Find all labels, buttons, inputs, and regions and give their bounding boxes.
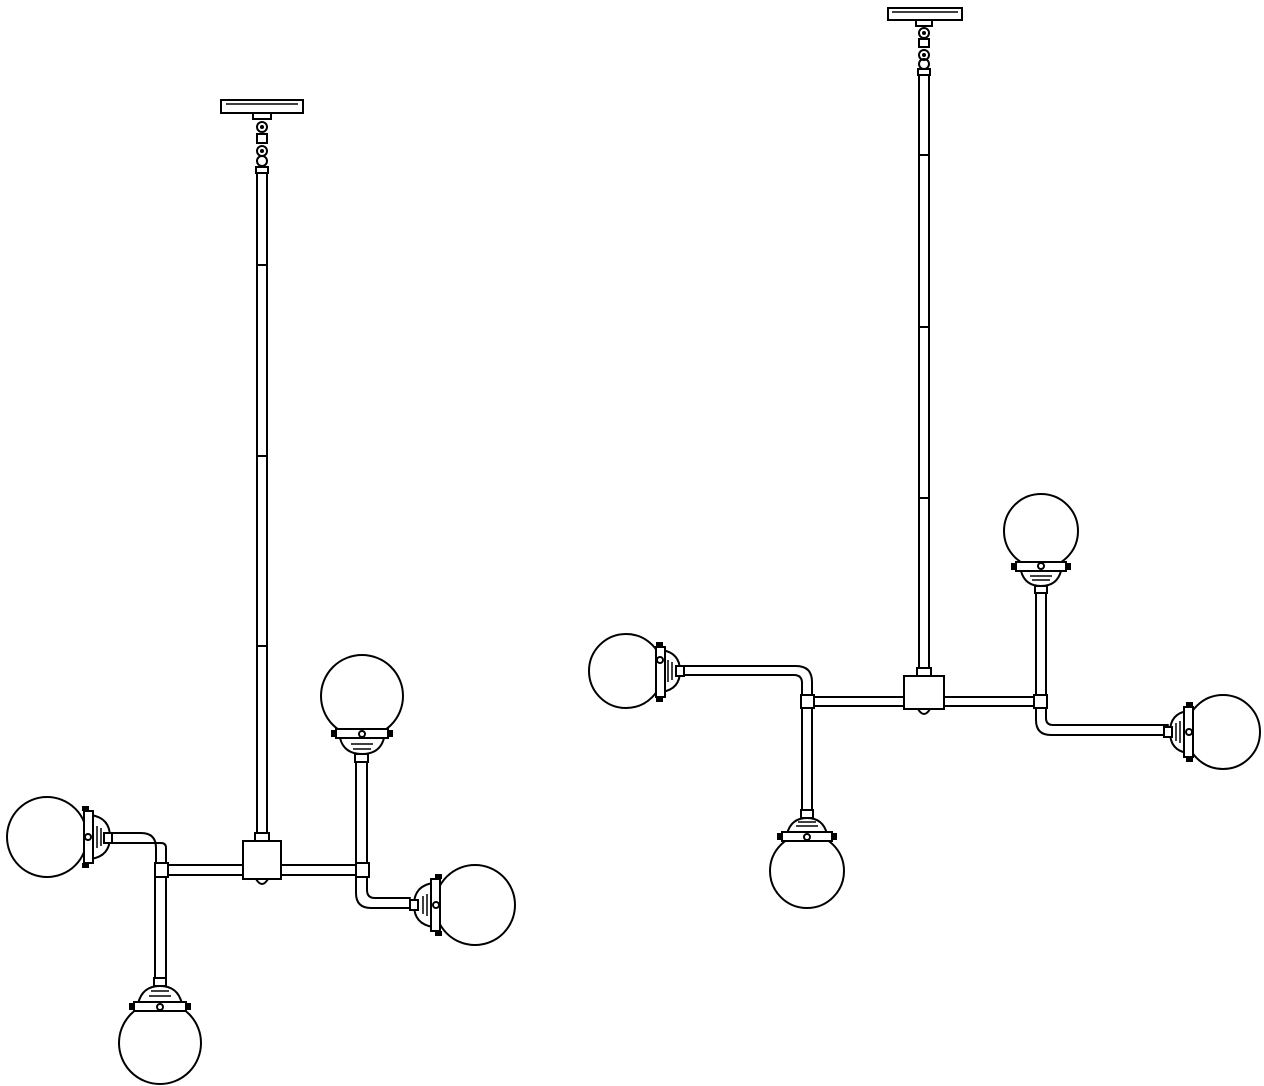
globe-top — [320, 654, 404, 763]
globe-right — [1163, 694, 1261, 770]
globe-right — [409, 864, 516, 946]
hanging-loop — [255, 121, 269, 174]
downrod — [254, 172, 270, 842]
joint-left — [154, 862, 169, 878]
arm-upper-right — [355, 761, 368, 864]
joint-left — [800, 694, 815, 709]
center-hub — [811, 675, 1037, 715]
hanging-loop — [917, 27, 931, 76]
canopy — [220, 99, 304, 120]
fixture-view-right — [588, 7, 1261, 909]
arm-upper-left — [107, 832, 167, 864]
center-hub — [165, 840, 357, 885]
globe-left — [588, 633, 685, 709]
joint-right — [1033, 694, 1048, 709]
arm-upper-left — [679, 665, 813, 696]
globe-bottom — [769, 809, 845, 909]
globe-bottom — [118, 977, 202, 1085]
downrod — [916, 74, 932, 677]
arm-lower-left — [801, 707, 813, 813]
globe-left — [6, 796, 113, 878]
joint-right — [355, 862, 370, 878]
arm-lower-right — [355, 876, 411, 909]
arm-upper-right — [1035, 589, 1047, 696]
fixture-view-left — [6, 99, 516, 1085]
arm-lower-left — [154, 876, 167, 981]
globe-top — [1003, 493, 1079, 594]
arm-lower-right — [1035, 707, 1169, 736]
canopy — [887, 7, 963, 27]
